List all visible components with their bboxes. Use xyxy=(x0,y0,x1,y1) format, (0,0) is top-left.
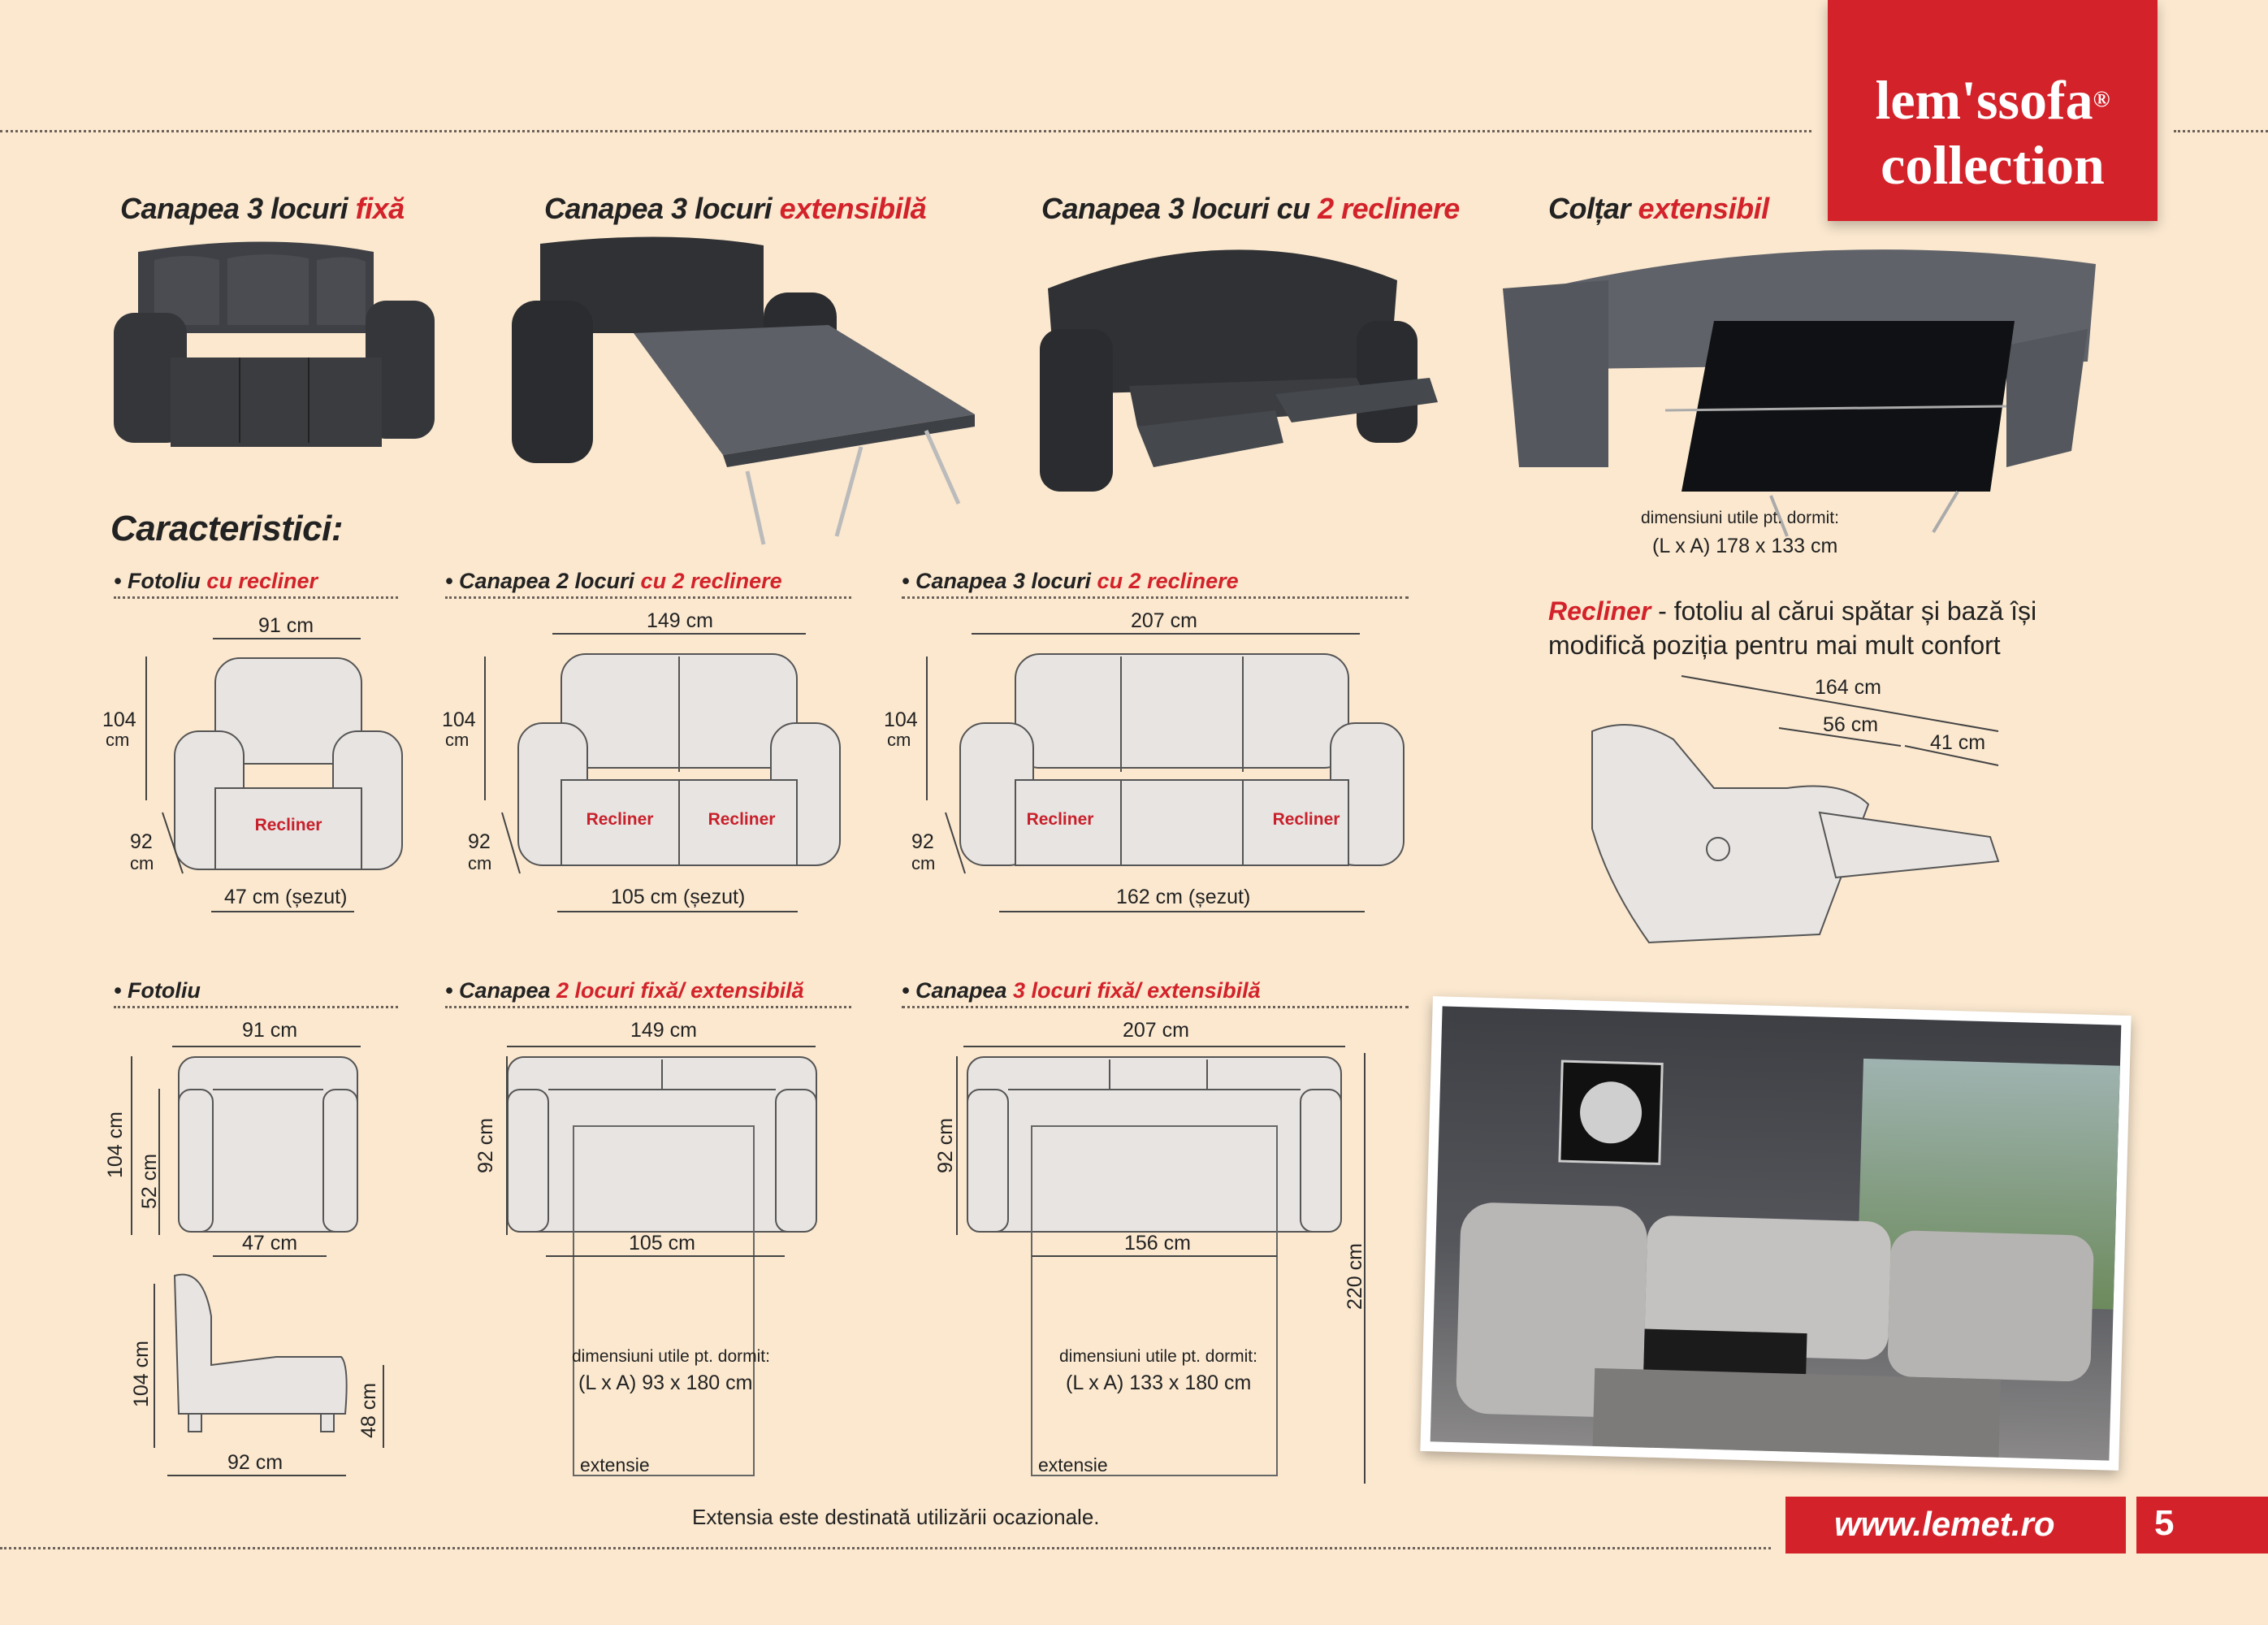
dim-height: 104 xyxy=(102,708,136,731)
header-divider-right xyxy=(2174,130,2268,132)
dim-width: 207 cm xyxy=(1123,1019,1189,1042)
dim-seat: 156 cm xyxy=(1124,1232,1191,1254)
recliner-definition-line1: Recliner - fotoliu al cărui spătar și ba… xyxy=(1548,596,2037,626)
product-title-recliners: Canapea 3 locuri cu 2 reclinere xyxy=(1041,192,1460,225)
sleep-dims: (L x A) 133 x 180 cm xyxy=(1066,1372,1252,1394)
recliner-dim-foot: 41 cm xyxy=(1930,731,1986,754)
footer-divider xyxy=(0,1547,1771,1549)
page-number: 5 xyxy=(2154,1503,2175,1543)
dim-height-unit: cm xyxy=(445,730,470,750)
sofa2-top-sketch xyxy=(507,1056,817,1476)
recliner-label: Recliner xyxy=(586,810,654,829)
footer-url-bar: www.lemet.ro xyxy=(1785,1497,2126,1554)
brand-logo: lem'ssofa® collection xyxy=(1828,0,2158,221)
dim-seat: 105 cm xyxy=(629,1232,695,1254)
corner-sofa-photo xyxy=(1503,249,2096,537)
dim-width: 91 cm xyxy=(258,614,314,637)
brand-line1: lem'ssofa xyxy=(1875,69,2093,131)
dim-depth-unit: cm xyxy=(911,853,936,873)
sleep-label: dimensiuni utile pt. dormit: xyxy=(572,1347,770,1366)
section-underline xyxy=(902,1006,1409,1008)
section-underline xyxy=(902,596,1409,599)
armchair-top-sketch xyxy=(178,1056,358,1233)
dim-width: 207 cm xyxy=(1131,609,1197,632)
section-underline xyxy=(445,596,851,599)
sofa3-recliner-sketch: Recliner Recliner xyxy=(959,653,1405,866)
footer-url[interactable]: www.lemet.ro xyxy=(1834,1505,2055,1543)
dim-width: 149 cm xyxy=(647,609,713,632)
recliner-side-sketch xyxy=(1591,675,2000,944)
product-title-extensible: Canapea 3 locuri extensibilă xyxy=(544,192,927,225)
section-underline xyxy=(114,596,398,599)
extension-note: Extensia este destinată utilizării ocazi… xyxy=(692,1505,1100,1529)
dim-height: 104 cm xyxy=(104,1112,127,1178)
corner-sleep-dims: (L x A) 178 x 133 cm xyxy=(1652,535,1838,557)
dim-seat: 47 cm xyxy=(242,1232,298,1254)
sofa-extensible-photo xyxy=(512,236,975,545)
dim-inner-height: 52 cm xyxy=(138,1153,161,1209)
recliner-definition-line2: modifică poziția pentru mai mult confort xyxy=(1548,630,2001,660)
extension-label: extensie xyxy=(580,1454,650,1476)
footer-page-bar: 5 xyxy=(2136,1497,2268,1554)
sleep-label: dimensiuni utile pt. dormit: xyxy=(1059,1347,1257,1366)
dim-length: 220 cm xyxy=(1344,1243,1366,1310)
section-3seat-recliners: • Canapea 3 locuri cu 2 reclinere xyxy=(902,569,1239,593)
recliner-label: Recliner xyxy=(255,816,322,834)
dim-height: 104 xyxy=(442,708,476,731)
dim-depth-unit: cm xyxy=(468,853,492,873)
sofa3-top-sketch xyxy=(967,1056,1342,1476)
dim-height: 104 xyxy=(884,708,918,731)
section-2seat-fixed: • Canapea 2 locuri fixă/ extensibilă xyxy=(445,978,804,1003)
sofa-recliners-photo xyxy=(1040,249,1438,492)
section-3seat-fixed: • Canapea 3 locuri fixă/ extensibilă xyxy=(902,978,1261,1003)
armchair-side-sketch xyxy=(173,1273,348,1432)
section-2seat-recliners: • Canapea 2 locuri cu 2 reclinere xyxy=(445,569,782,593)
dim-width: 149 cm xyxy=(630,1019,697,1042)
dim-side-height: 104 cm xyxy=(130,1341,153,1407)
section-fotoliu: • Fotoliu xyxy=(114,978,201,1003)
armchair-recliner-sketch: Recliner xyxy=(174,657,403,870)
section-underline xyxy=(114,1006,398,1008)
header-divider xyxy=(0,130,1811,132)
recliner-label: Recliner xyxy=(1273,810,1340,829)
product-title-corner: Colțar extensibil xyxy=(1548,192,1769,225)
recliner-label: Recliner xyxy=(1027,810,1094,829)
dim-depth: 92 xyxy=(468,830,491,853)
dim-depth: 92 xyxy=(911,830,934,853)
room-photo-frame xyxy=(1420,996,2132,1471)
dim-side-depth: 92 cm xyxy=(227,1451,284,1474)
sofa-fixed-photo xyxy=(114,241,435,447)
dim-depth-unit: cm xyxy=(130,853,154,873)
loveseat-in-photo xyxy=(1887,1229,2095,1382)
section-fotoliu-recliner: • Fotoliu cu recliner xyxy=(114,569,318,593)
brand-registered: ® xyxy=(2093,87,2110,112)
dim-height: 92 cm xyxy=(474,1117,497,1173)
caracteristici-heading: Caracteristici: xyxy=(110,509,343,548)
sofa2-recliner-sketch: Recliner Recliner xyxy=(517,653,841,866)
section-underline xyxy=(445,1006,851,1008)
recliner-label: Recliner xyxy=(708,810,776,829)
dim-height-unit: cm xyxy=(106,730,130,750)
dim-seat: 47 cm (șezut) xyxy=(224,886,348,908)
room-photo xyxy=(1430,1006,2122,1461)
corner-sleep-label: dimensiuni utile pt. dormit: xyxy=(1641,509,1839,527)
dim-width: 91 cm xyxy=(242,1019,298,1042)
sleep-dims: (L x A) 93 x 180 cm xyxy=(578,1372,753,1394)
extension-label: extensie xyxy=(1038,1454,1108,1476)
dim-height: 92 cm xyxy=(934,1117,957,1173)
dim-height-unit: cm xyxy=(887,730,911,750)
moon-art xyxy=(1558,1060,1664,1166)
recliner-dim-mid: 56 cm xyxy=(1823,713,1879,736)
recliner-dim-total: 164 cm xyxy=(1815,676,1881,699)
brand-line2: collection xyxy=(1881,134,2105,196)
product-title-fixed: Canapea 3 locuri fixă xyxy=(120,192,405,225)
dim-depth: 92 xyxy=(130,830,153,853)
dim-side-seat: 48 cm xyxy=(357,1382,380,1438)
dim-seat: 105 cm (șezut) xyxy=(611,886,746,908)
dim-seat: 162 cm (șezut) xyxy=(1116,886,1251,908)
